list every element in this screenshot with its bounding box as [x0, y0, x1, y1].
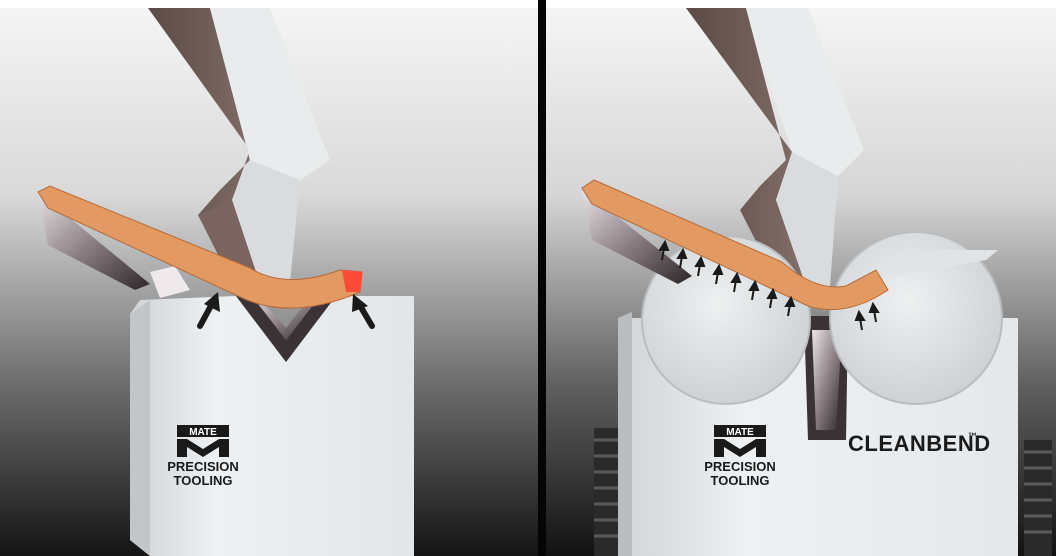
- spring-right: [1024, 440, 1052, 556]
- top-margin: [0, 0, 538, 8]
- v-die: [130, 296, 414, 556]
- conventional-bend-scene: MATE PRECISION TOOLING: [0, 0, 538, 556]
- logo-line-2: TOOLING: [174, 473, 233, 488]
- logo-line-1: PRECISION: [167, 459, 239, 474]
- spring-left: [594, 428, 620, 556]
- logo-line-1: PRECISION: [704, 459, 776, 474]
- mate-logo: MATE PRECISION TOOLING: [167, 425, 239, 488]
- svg-text:MATE: MATE: [726, 427, 754, 438]
- conventional-bend-panel: MATE PRECISION TOOLING: [0, 0, 538, 556]
- svg-text:MATE: MATE: [189, 427, 217, 438]
- mate-logo: MATE PRECISION TOOLING: [704, 425, 776, 488]
- logo-line-2: TOOLING: [711, 473, 770, 488]
- top-margin: [546, 0, 1056, 8]
- product-wordmark: CLEANBEND ™: [848, 431, 991, 456]
- trademark-symbol: ™: [968, 431, 977, 441]
- cleanbend-scene: MATE PRECISION TOOLING CLEANBEND ™: [546, 0, 1056, 556]
- panel-divider: [538, 0, 546, 556]
- cleanbend-panel: MATE PRECISION TOOLING CLEANBEND ™: [546, 0, 1056, 556]
